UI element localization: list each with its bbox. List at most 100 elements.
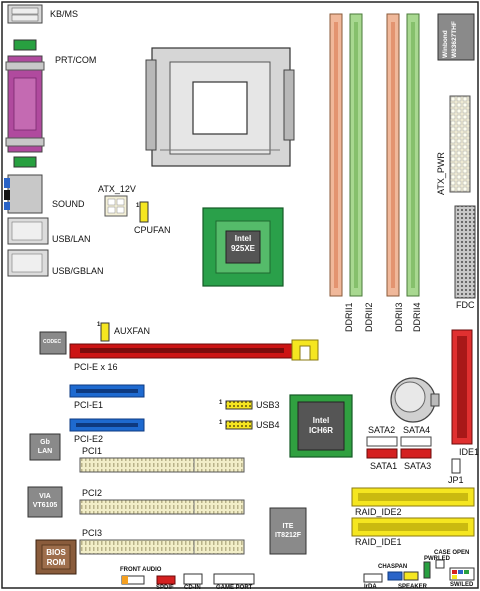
cdin-header <box>183 573 203 585</box>
fdc-label: FDC <box>456 300 475 310</box>
ide1-label: IDE1 <box>459 447 480 457</box>
pci2-slot <box>79 499 245 515</box>
pcie1-slot <box>69 384 145 398</box>
atxpwr-label: ATX_PWR <box>436 152 446 195</box>
sata4-label: SATA4 <box>403 425 431 435</box>
usbgblan-label: USB/GBLAN <box>52 266 104 276</box>
ddrii2-label: DDRII2 <box>364 302 374 332</box>
usb4-pin-one: 1 <box>219 420 223 426</box>
kbms-port <box>7 4 43 24</box>
bios-label-line2: ROM <box>46 558 66 567</box>
speaker-header <box>403 571 419 581</box>
sata3-port <box>400 448 432 459</box>
codec-chip <box>39 331 67 355</box>
ite-label-line2: IT8212F <box>274 532 302 539</box>
sata1-port <box>366 448 398 459</box>
auxfan-label: AUXFAN <box>114 326 151 336</box>
gblan-label-line2: LAN <box>37 448 53 455</box>
usb3-pin-one: 1 <box>219 400 223 406</box>
southbridge-label-line2: ICH6R <box>308 426 333 435</box>
sata2-port <box>366 436 398 447</box>
usb4-header <box>225 420 253 430</box>
pcie16-label: PCI-E x 16 <box>74 362 118 372</box>
gblan-label-line1: Gb <box>40 439 50 446</box>
pci2-label: PCI2 <box>82 488 103 498</box>
ite-label-line1: ITE <box>282 523 294 530</box>
ddrii3-label: DDRII3 <box>394 302 404 332</box>
raid-ide1-connector <box>351 517 475 537</box>
northbridge-chip <box>202 207 284 287</box>
northbridge-label-line2: 925XE <box>230 244 256 253</box>
winbond-label-line1: Winbond <box>442 30 449 58</box>
battery <box>390 377 440 423</box>
bios-chip <box>35 539 77 575</box>
speaker-label: SPEAKER <box>398 584 428 590</box>
northbridge-label-line1: Intel <box>234 234 252 243</box>
bios-label-line1: BIOS <box>46 548 66 557</box>
case-open-header <box>435 559 445 569</box>
game-port-label: GAME PORT <box>216 585 253 591</box>
chaspan-header <box>387 571 403 581</box>
usblan-label: USB/LAN <box>52 234 91 244</box>
pcie2-slot <box>69 418 145 432</box>
southbridge-label-line1: Intel <box>312 416 330 425</box>
raid-ide1-label: RAID_IDE1 <box>355 537 402 547</box>
ddrii4-label: DDRII4 <box>412 302 422 332</box>
via-chip <box>27 486 63 518</box>
sata3-label: SATA3 <box>404 461 432 471</box>
usb-gblan-port <box>7 249 49 277</box>
atx12v-connector <box>104 195 128 217</box>
via-label-line1: VIA <box>39 493 51 500</box>
pwrled-header <box>423 561 431 579</box>
raid-ide2-connector <box>351 487 475 507</box>
green-connector-mid <box>13 156 37 168</box>
gblan-chip <box>29 433 61 461</box>
pcie1-label: PCI-E1 <box>74 400 104 410</box>
winbond-chip <box>437 13 475 61</box>
spdif-label: SPDIF <box>156 585 174 591</box>
usb-lan-port <box>7 217 49 245</box>
pcie16-slot <box>69 339 319 361</box>
dimm-slots <box>329 13 420 297</box>
prtcom-port <box>5 55 45 153</box>
sata2-label: SATA2 <box>368 425 396 435</box>
pci3-slot <box>79 539 245 555</box>
pcie2-label: PCI-E2 <box>74 434 104 444</box>
irda-header <box>363 573 383 583</box>
sound-label: SOUND <box>52 199 85 209</box>
atx12v-label: ATX_12V <box>98 184 136 194</box>
codec-label: CODEC <box>43 339 62 345</box>
usb4-label: USB4 <box>256 420 280 430</box>
pci3-label: PCI3 <box>82 528 103 538</box>
game-port-header <box>213 573 255 585</box>
case-open-label: CASE OPEN <box>434 550 470 556</box>
sata4-port <box>400 436 432 447</box>
prtcom-label: PRT/COM <box>55 55 97 65</box>
jp1-jumper <box>451 458 461 474</box>
ite-chip <box>269 507 307 555</box>
atx-power-connector <box>449 95 471 193</box>
swled-label: SW/LED <box>450 582 474 588</box>
pci1-label: PCI1 <box>82 446 103 456</box>
jp1-label: JP1 <box>448 475 464 485</box>
pwrled-label: PWRLED <box>424 556 450 562</box>
cpu-socket <box>145 47 295 167</box>
green-connector-top <box>13 39 37 51</box>
pci1-slot <box>79 457 245 473</box>
chaspan-label: CHASPAN <box>378 564 408 570</box>
cpufan-label: CPUFAN <box>134 225 171 235</box>
fdc-connector <box>454 205 476 299</box>
auxfan-header <box>100 322 110 342</box>
irda-label: IrDA <box>364 584 377 590</box>
cdin-label: CD-IN <box>184 585 201 591</box>
ddrii1-label: DDRII1 <box>344 302 354 332</box>
via-label-line2: VT6105 <box>32 502 58 509</box>
usb3-header <box>225 400 253 410</box>
sound-port <box>4 174 43 214</box>
raid-ide2-label: RAID_IDE2 <box>355 507 402 517</box>
auxfan-pin-one: 1 <box>97 322 101 328</box>
sata1-label: SATA1 <box>370 461 398 471</box>
spdif-header <box>156 575 176 585</box>
